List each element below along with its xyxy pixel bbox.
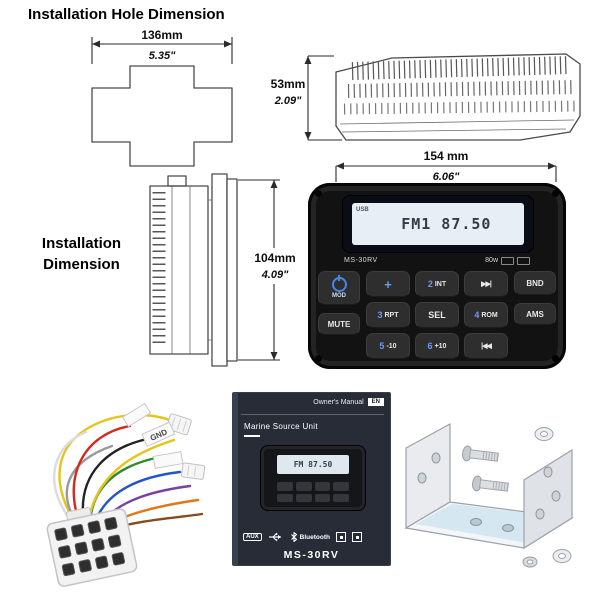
sel-label: SEL: [428, 310, 446, 320]
owners-manual: Owner's Manual EN Marine Source Unit FM …: [232, 392, 391, 566]
lcd-frequency: FM1 87.50: [401, 215, 492, 233]
preset-2-button[interactable]: 2 INT: [415, 271, 459, 297]
manual-subtitle: Marine Source Unit: [244, 422, 318, 431]
corner-screw-icon: [552, 190, 559, 197]
seek-back-button[interactable]: |◀◀: [464, 333, 508, 359]
manual-model: MS-30RV: [283, 549, 340, 561]
wire-tag-blank: [152, 451, 184, 469]
button-cluster: + 2 INT ▶▶| 3 RPT SEL 4 ROM 5 -10: [366, 271, 508, 359]
corner-screw-icon: [315, 190, 322, 197]
bluetooth-label: Bluetooth: [299, 533, 330, 541]
nut-illustration: [522, 556, 538, 568]
mounting-flange: [211, 173, 228, 367]
hole-width-in: 5.35": [149, 50, 176, 62]
wire-tag-gnd: GND: [141, 421, 176, 447]
usb-icon: [268, 533, 281, 541]
width-dimension-154: 154 mm 6.06": [335, 149, 557, 183]
band-button[interactable]: BND: [514, 271, 556, 295]
bracket-right-wall: [523, 448, 573, 550]
height-in: 2.09": [274, 95, 302, 107]
volume-up-button[interactable]: +: [366, 271, 410, 297]
radio-unit: USB FM1 87.50 MS-30RV 80w MOD MUTE BND: [308, 183, 566, 369]
cutout-outline: [91, 65, 233, 167]
preset-4-button[interactable]: 4 ROM: [464, 302, 508, 328]
corner-screw-icon: [315, 355, 322, 362]
hole-dimension-title: Installation Hole Dimension: [28, 6, 225, 23]
radio-display: USB FM1 87.50: [342, 195, 534, 253]
power-button[interactable]: MOD: [318, 271, 360, 305]
heatsink-body: [335, 53, 581, 141]
cert-badge-icon: [517, 256, 530, 265]
ams-label: AMS: [526, 309, 544, 319]
side-view-drawing: 104mm 4.09": [149, 173, 298, 367]
dimension-word: Dimension: [43, 256, 120, 273]
manual-product-image: FM 87.50: [260, 445, 366, 511]
seek-forward-icon: ▶▶|: [481, 281, 492, 288]
depth-in: 4.09": [261, 269, 289, 281]
ams-button[interactable]: AMS: [514, 303, 556, 325]
seek-forward-button[interactable]: ▶▶|: [464, 271, 508, 297]
cert-square-icon: [336, 532, 346, 542]
power-rating-label: 80w: [485, 257, 498, 264]
installation-word: Installation: [41, 235, 122, 252]
width-mm: 154 mm: [424, 149, 469, 163]
rear-unit-drawing: 53mm 2.09": [271, 53, 581, 141]
mute-label: MUTE: [327, 319, 351, 329]
cert-badge-icon: [501, 256, 514, 265]
installation-dimension-title: Installation Dimension: [24, 233, 139, 275]
hole-cutout-drawing: 136mm 5.35": [91, 28, 233, 167]
screw-illustration: [472, 475, 509, 492]
model-label: MS-30RV: [344, 257, 378, 264]
language-badge: EN: [367, 398, 384, 406]
preset-5-button[interactable]: 5 -10: [366, 333, 410, 359]
harness-connector: [46, 507, 138, 587]
band-label: BND: [526, 278, 544, 288]
divider: [241, 414, 384, 415]
screw-illustration: [462, 445, 499, 462]
cert-square-icon: [352, 532, 362, 542]
mod-label: MOD: [332, 293, 346, 299]
lcd-panel: USB FM1 87.50: [352, 203, 524, 245]
washer-illustration: [534, 427, 554, 441]
hole-width-mm: 136mm: [141, 28, 182, 42]
mini-buttons: [277, 482, 349, 502]
front-bezel: [226, 178, 238, 362]
seek-back-icon: |◀◀: [481, 343, 492, 350]
small-connector-icon: [181, 462, 206, 480]
power-icon: [331, 277, 347, 292]
manual-spine: [233, 393, 238, 565]
mini-lcd: FM 87.50: [277, 455, 349, 474]
manual-header: Owner's Manual EN: [313, 398, 384, 406]
aux-logo: AUX: [243, 533, 262, 541]
depth-mm: 104mm: [254, 251, 295, 265]
plus-icon: +: [384, 276, 392, 292]
preset-3-button[interactable]: 3 RPT: [366, 302, 410, 328]
height-mm: 53mm: [271, 77, 306, 91]
corner-screw-icon: [552, 355, 559, 362]
width-in: 6.06": [433, 171, 460, 183]
wire-tag-blank: [121, 402, 152, 428]
manual-title: Owner's Manual: [313, 398, 364, 406]
model-strip: MS-30RV 80w: [344, 255, 530, 266]
subtitle-underline: [244, 435, 260, 437]
wiring-harness-illustration: GND: [46, 402, 206, 587]
bluetooth-icon: [290, 531, 297, 543]
select-button[interactable]: SEL: [415, 302, 459, 328]
mounting-bracket-illustration: [404, 422, 574, 568]
manual-logos: AUX Bluetooth: [243, 531, 362, 543]
washer-illustration: [552, 549, 572, 563]
preset-6-button[interactable]: 6 +10: [415, 333, 459, 359]
lcd-source-label: USB: [356, 207, 369, 213]
mute-button[interactable]: MUTE: [318, 313, 360, 335]
